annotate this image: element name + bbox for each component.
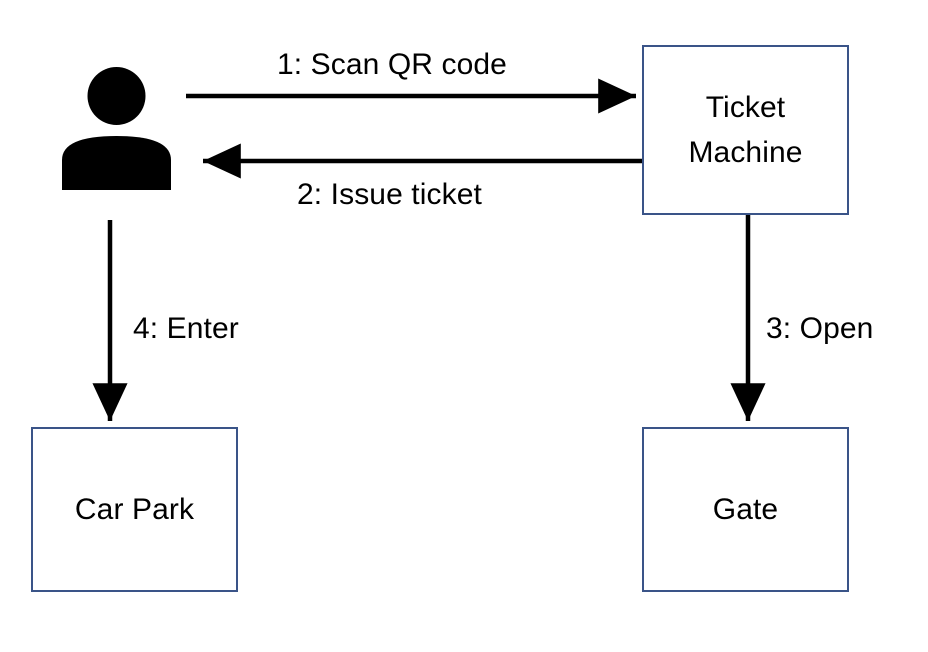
node-gate-label: Gate bbox=[712, 493, 779, 526]
node-ticket-machine[interactable]: Ticket Machine bbox=[642, 45, 849, 215]
node-ticket-machine-label: Ticket Machine bbox=[688, 91, 803, 169]
person-icon bbox=[62, 67, 171, 190]
message-label-open: 3: Open bbox=[766, 312, 874, 345]
node-gate[interactable]: Gate bbox=[642, 427, 849, 592]
node-car-park[interactable]: Car Park bbox=[31, 427, 238, 592]
message-label-scan-qr-code: 1: Scan QR code bbox=[277, 48, 507, 81]
message-label-issue-ticket: 2: Issue ticket bbox=[297, 178, 482, 211]
node-car-park-label: Car Park bbox=[74, 493, 195, 526]
message-label-enter: 4: Enter bbox=[133, 312, 239, 345]
